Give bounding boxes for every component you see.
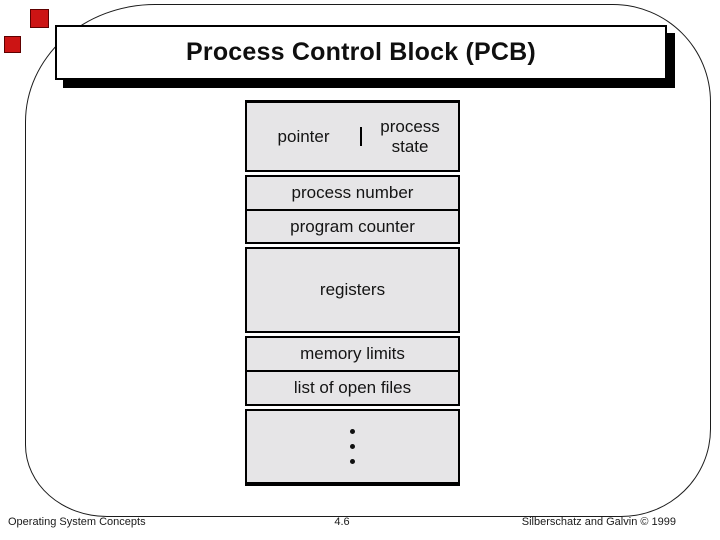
- pcb-row-program-counter: program counter: [245, 209, 460, 244]
- pcb-row-ellipsis: [245, 409, 460, 486]
- pcb-label-pointer: pointer: [277, 126, 330, 146]
- pcb-label-registers: registers: [319, 280, 386, 299]
- pcb-label-process-state: process state: [380, 116, 440, 156]
- pcb-label-memory-limits: memory limits: [300, 344, 405, 363]
- page-title: Process Control Block (PCB): [186, 38, 536, 66]
- pcb-cell-process-state: process state: [362, 117, 458, 156]
- pcb-diagram: pointer process state process number pro…: [245, 100, 460, 486]
- pcb-row-registers: registers: [245, 247, 460, 333]
- decor-red-square-left: [4, 36, 21, 53]
- pcb-row-memory-limits: memory limits: [245, 336, 460, 372]
- pcb-label-program-counter: program counter: [290, 216, 415, 236]
- pcb-cell-pointer: pointer: [247, 126, 363, 147]
- footer-page-number: 4.6: [334, 516, 350, 528]
- pcb-row-pointer-state: pointer process state: [245, 100, 460, 172]
- vertical-ellipsis-dot: [350, 444, 355, 449]
- vertical-ellipsis-dot: [350, 429, 355, 434]
- slide-footer: 4.6 Operating System Concepts Silberscha…: [8, 516, 676, 528]
- vertical-ellipsis-dot: [350, 459, 355, 464]
- decor-red-square-top: [30, 9, 49, 28]
- pcb-row-open-files: list of open files: [245, 370, 460, 406]
- pcb-label-process-number: process number: [291, 183, 414, 202]
- footer-authors: Silberschatz and Galvin © 1999: [521, 516, 676, 528]
- slide-title-bar: Process Control Block (PCB): [55, 25, 667, 80]
- footer-book-title: Operating System Concepts: [8, 516, 146, 528]
- slide-border-frame: [25, 4, 711, 517]
- pcb-label-open-files: list of open files: [293, 378, 412, 397]
- pcb-row-process-number: process number: [245, 175, 460, 211]
